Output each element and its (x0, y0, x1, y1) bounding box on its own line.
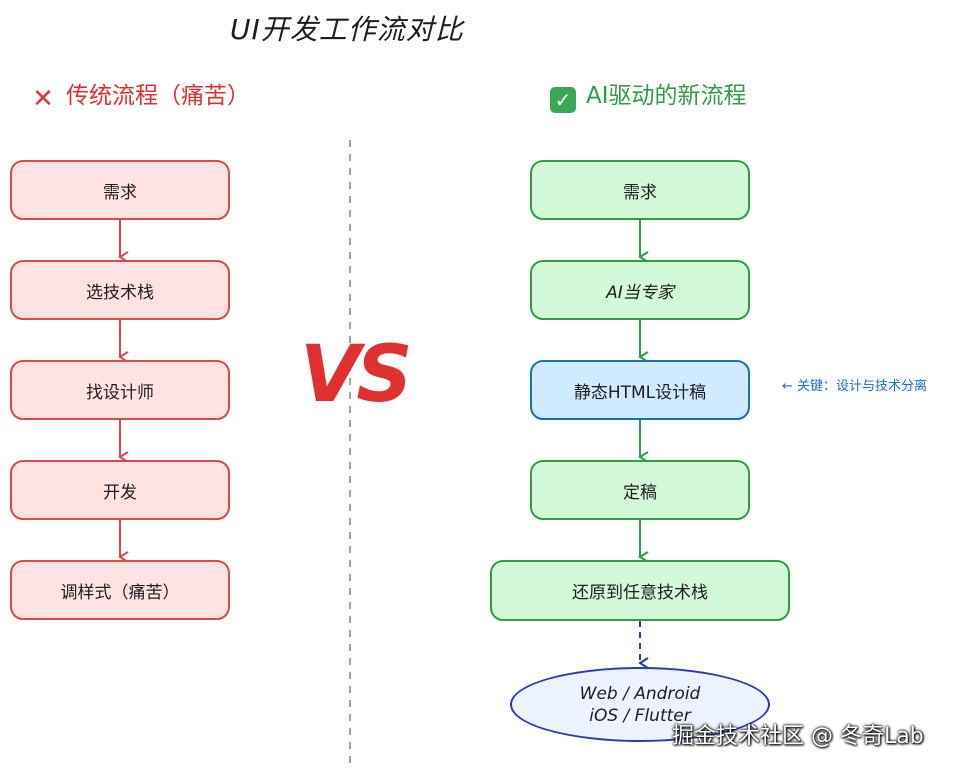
cross-mark-icon: ✕ (32, 84, 54, 114)
watermark: 掘金技术社区 @ 冬奇Lab (672, 724, 924, 749)
ai-heading-label: AI驱动的新流程 (586, 83, 747, 109)
target-platforms-line-2: iOS / Flutter (589, 705, 691, 726)
traditional-step-find-designer: 找设计师 (10, 360, 230, 420)
traditional-heading: ✕ 传统流程（痛苦） (30, 76, 250, 112)
ai-step-static-html-mockup: 静态HTML设计稿 (530, 360, 750, 420)
traditional-heading-label: 传统流程（痛苦） (66, 83, 250, 109)
traditional-step-requirements: 需求 (10, 160, 230, 220)
target-platforms-ellipse: Web / Android iOS / Flutter (510, 667, 770, 742)
traditional-step-choose-stack: 选技术栈 (10, 260, 230, 320)
ai-step-requirements: 需求 (530, 160, 750, 220)
check-mark-icon: ✓ (550, 87, 576, 113)
traditional-step-adjust-styles: 调样式（痛苦） (10, 560, 230, 620)
ai-heading: ✓ AI驱动的新流程 (550, 76, 747, 113)
ai-step-ai-expert: AI当专家 (530, 260, 750, 320)
target-platforms-line-1: Web / Android (579, 683, 701, 704)
vs-label: VS (300, 330, 413, 420)
ai-step-finalize: 定稿 (530, 460, 750, 520)
key-note: ← 关键：设计与技术分离 (782, 379, 928, 394)
traditional-step-develop: 开发 (10, 460, 230, 520)
ai-step-restore-any-stack: 还原到任意技术栈 (490, 560, 790, 621)
page-title: UI开发工作流对比 (230, 13, 464, 46)
